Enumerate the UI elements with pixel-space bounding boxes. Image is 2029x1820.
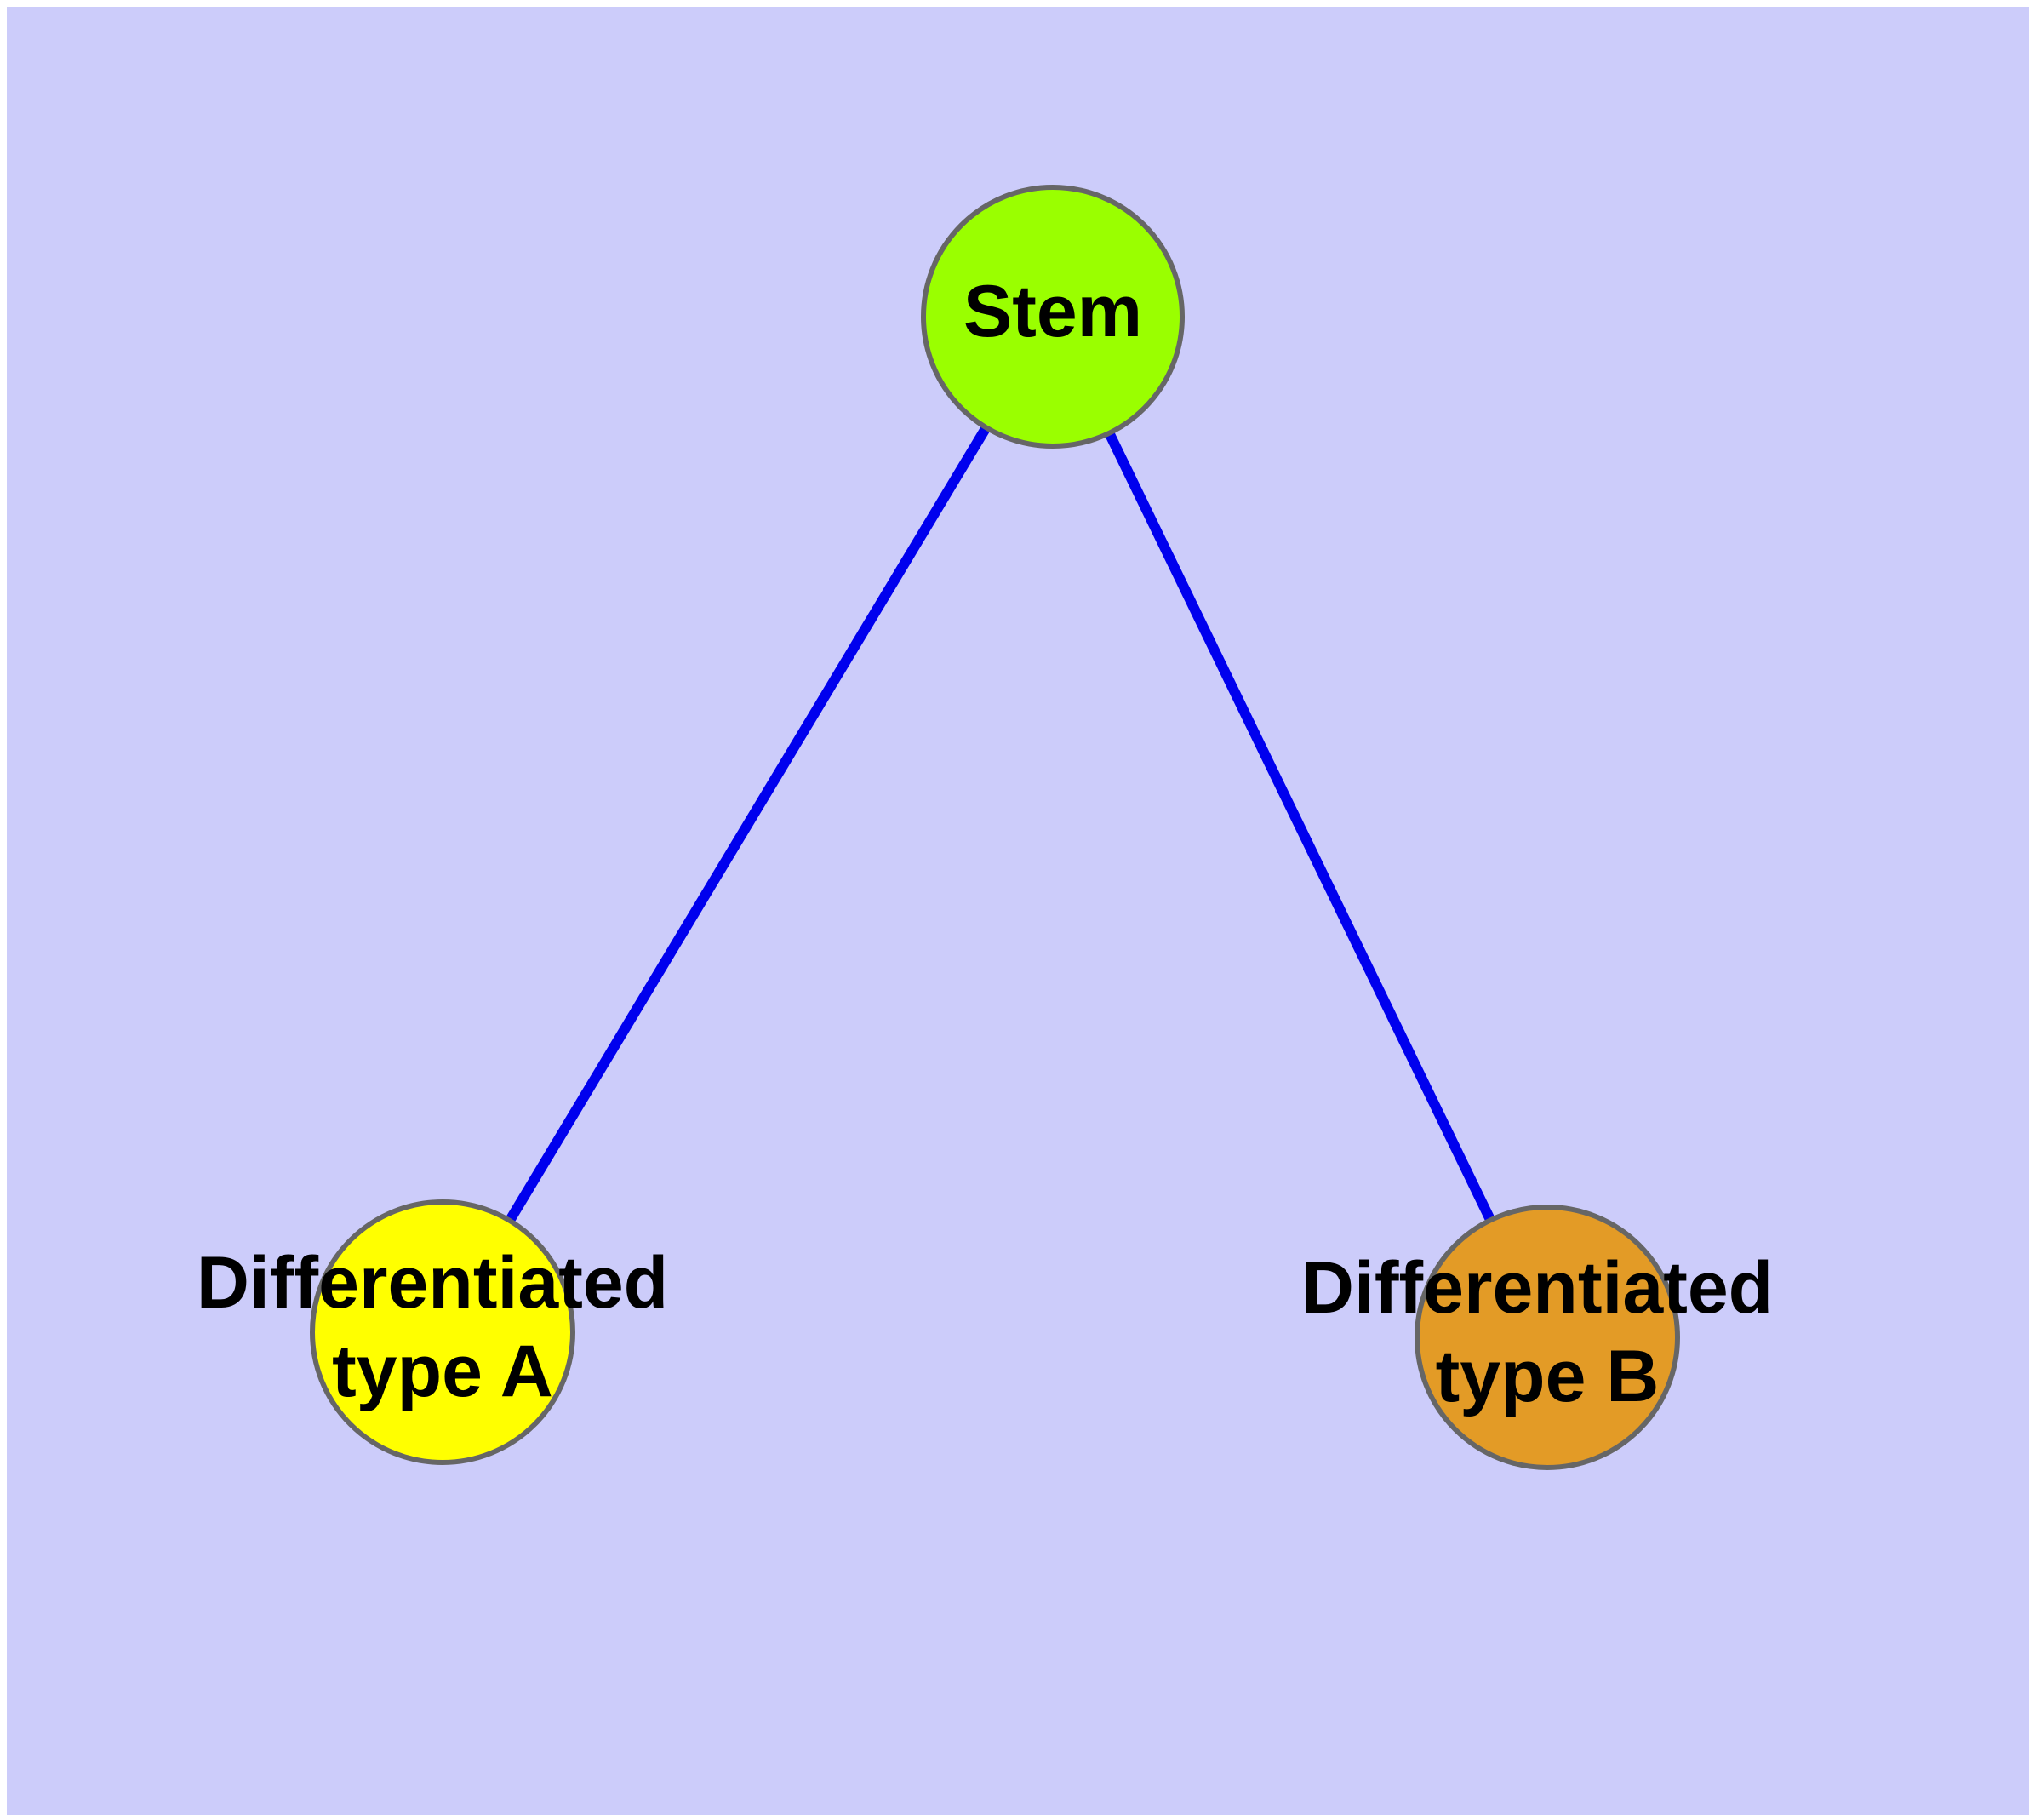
label-layer: Stem Differentiated type A Differentiate… <box>197 271 1793 1417</box>
node-differentiated-b[interactable] <box>1415 1205 1680 1470</box>
node-differentiated-b-label-line-1: type B <box>1436 1336 1660 1417</box>
node-stem[interactable] <box>921 185 1185 449</box>
node-differentiated-a[interactable] <box>310 1199 575 1465</box>
node-differentiated-a-label-line-1: type A <box>332 1331 553 1412</box>
node-differentiated-b-label-line-0: Differentiated <box>1301 1247 1773 1329</box>
node-layer <box>310 185 1680 1470</box>
node-differentiated-a-label-line-0: Differentiated <box>197 1242 668 1324</box>
edge-layer <box>437 313 1552 1340</box>
edge-stem-to-differentiated-b <box>1048 314 1552 1340</box>
node-stem-label-line-0: Stem <box>963 271 1142 352</box>
node-stem-circle[interactable] <box>921 185 1185 449</box>
node-differentiated-a-circle[interactable] <box>310 1199 575 1465</box>
node-differentiated-b-circle[interactable] <box>1415 1205 1680 1470</box>
node-stem-label: Stem <box>963 271 1142 352</box>
node-differentiated-a-label: Differentiated type A <box>197 1242 689 1412</box>
node-differentiated-b-label: Differentiated type B <box>1301 1247 1793 1417</box>
edge-stem-to-differentiated-a <box>437 313 1058 1336</box>
